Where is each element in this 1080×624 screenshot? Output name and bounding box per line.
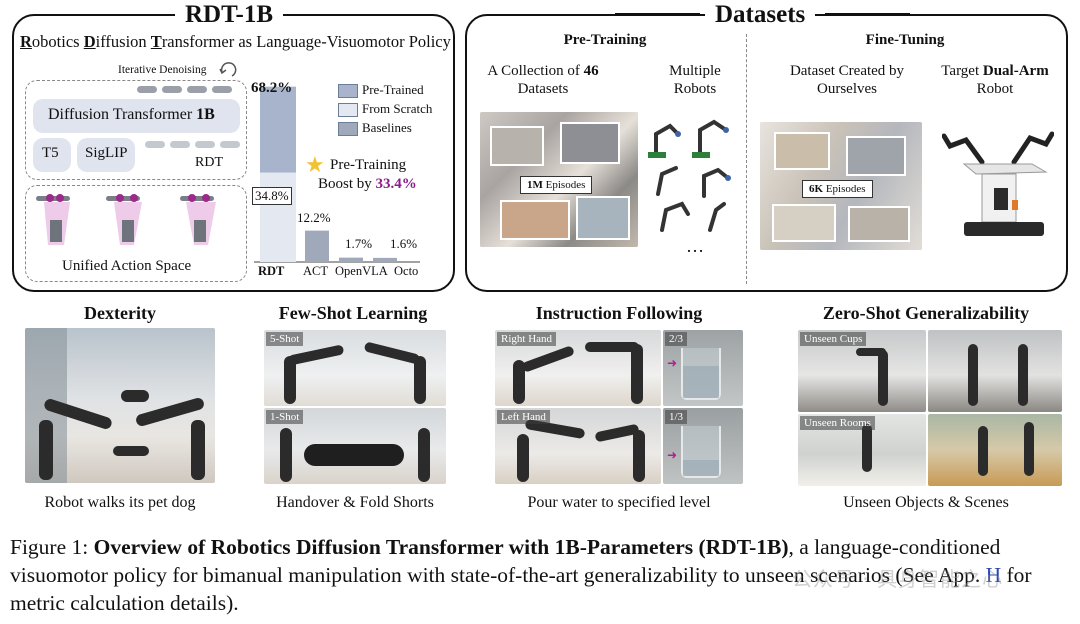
level-arrow-icon: ➜ xyxy=(667,356,678,370)
x-label-octo: Octo xyxy=(394,264,419,278)
rdt-scratch-value: 34.8% xyxy=(252,187,292,205)
level-arrow-icon-2: ➜ xyxy=(667,448,678,462)
five-shot-photo: 5-Shot xyxy=(264,330,446,406)
right-hand-tag: Right Hand xyxy=(497,332,557,346)
few-shot-title: Few-Shot Learning xyxy=(278,303,428,323)
datasets-panel-title: Datasets xyxy=(705,1,816,29)
unseen-rooms-photo-1: Unseen Rooms xyxy=(798,414,926,486)
finetuning-episodes-badge: 6K Episodes xyxy=(802,180,873,198)
one-shot-photo: 1-Shot xyxy=(264,408,446,484)
octo-value: 1.6% xyxy=(390,236,418,251)
success-rate-chart xyxy=(254,86,420,263)
boost-line2: Boost by 33.4% xyxy=(318,176,417,192)
zero-shot-caption: Unseen Objects & Scenes xyxy=(843,494,1009,511)
proprio-tokens xyxy=(145,141,240,148)
star-icon: ★ xyxy=(305,152,325,177)
appendix-link[interactable]: H xyxy=(985,563,1002,587)
right-hand-photo: Right Hand xyxy=(495,330,661,406)
action-space-box xyxy=(25,185,247,282)
instruction-following-title: Instruction Following xyxy=(535,303,703,323)
t5-encoder-block xyxy=(33,138,71,172)
model-diagram-box xyxy=(25,80,247,180)
datasets-rule-left xyxy=(615,13,700,15)
few-shot-caption: Handover & Fold Shorts xyxy=(276,494,434,511)
unseen-cups-photo-2 xyxy=(928,330,1062,412)
dexterity-caption: Robot walks its pet dog xyxy=(44,494,196,511)
bar-act xyxy=(305,230,329,262)
unified-action-space-icon xyxy=(36,194,216,245)
legend-label-baselines: Baselines xyxy=(362,120,412,135)
figure-caption: Figure 1: Overview of Robotics Diffusion… xyxy=(10,535,1032,615)
datasets-rule-right xyxy=(825,13,910,15)
bar-octo xyxy=(373,257,397,262)
iterative-denoising-label: Iterative Denoising xyxy=(118,64,207,76)
dexterity-photo xyxy=(25,328,215,483)
multiple-robots-illustration xyxy=(648,119,731,232)
bar-openvla xyxy=(339,257,363,262)
diffusion-transformer-label: Diffusion Transformer 1B xyxy=(48,106,215,123)
rdt-subtitle: Robotics Diffusion Transformer as Langua… xyxy=(20,32,451,51)
rdt-pretrained-value: 68.2% xyxy=(251,80,293,96)
boost-value: 33.4% xyxy=(375,176,417,192)
boost-line1: Pre-Training xyxy=(330,157,407,173)
noisy-action-tokens xyxy=(137,86,232,93)
t5-label: T5 xyxy=(42,145,59,161)
pretraining-head: Pre-Training xyxy=(563,32,647,48)
legend-swatch-pretrained xyxy=(338,84,358,98)
x-label-act: ACT xyxy=(303,264,328,278)
left-hand-tag: Left Hand xyxy=(497,410,550,424)
diffusion-transformer-block xyxy=(33,99,240,133)
legend-swatch-scratch xyxy=(338,103,358,117)
rdt-tag: RDT xyxy=(195,155,223,170)
one-third-tag: 1/3 xyxy=(665,410,688,424)
cup-two-thirds-photo: ➜ 2/3 xyxy=(663,330,743,406)
unseen-cups-photo-1: Unseen Cups xyxy=(798,330,926,412)
x-label-openvla: OpenVLA xyxy=(335,264,388,278)
two-thirds-tag: 2/3 xyxy=(665,332,688,346)
zero-shot-title: Zero-Shot Generalizability xyxy=(822,303,1030,323)
left-hand-photo: Left Hand xyxy=(495,408,661,484)
loop-arrow-icon xyxy=(219,62,237,77)
siglip-label: SigLIP xyxy=(85,145,128,161)
watermark: 公众号 · 具身智能之心 xyxy=(792,567,1004,591)
openvla-value: 1.7% xyxy=(345,236,373,251)
x-label-rdt: RDT xyxy=(258,264,285,278)
unified-action-space-label: Unified Action Space xyxy=(62,258,192,274)
one-shot-tag: 1-Shot xyxy=(266,410,304,424)
legend-swatch-baselines xyxy=(338,122,358,136)
siglip-encoder-block xyxy=(77,138,135,172)
legend-label-pretrained: Pre-Trained xyxy=(362,82,424,97)
dexterity-title: Dexterity xyxy=(84,303,156,323)
unseen-cups-tag: Unseen Cups xyxy=(800,332,867,346)
cup-one-third-photo: ➜ 1/3 xyxy=(663,408,743,484)
dual-arm-robot-illustration xyxy=(942,131,1054,236)
finetuning-head: Fine-Tuning xyxy=(865,32,945,48)
act-value: 12.2% xyxy=(297,210,331,225)
legend-label-scratch: From Scratch xyxy=(362,101,433,116)
bar-rdt-scratch xyxy=(260,172,296,262)
rdt-panel-title: RDT-1B xyxy=(175,1,283,29)
instruction-following-caption: Pour water to specified level xyxy=(527,494,711,511)
collection-text: A Collection of 46 Datasets xyxy=(487,63,599,97)
datasets-divider xyxy=(746,34,747,284)
pretraining-episodes-badge: 1M Episodes xyxy=(520,176,593,194)
five-shot-tag: 5-Shot xyxy=(266,332,304,346)
robots-ellipsis: … xyxy=(686,236,704,256)
unseen-rooms-photo-2 xyxy=(928,414,1062,486)
unseen-rooms-tag: Unseen Rooms xyxy=(800,416,875,430)
